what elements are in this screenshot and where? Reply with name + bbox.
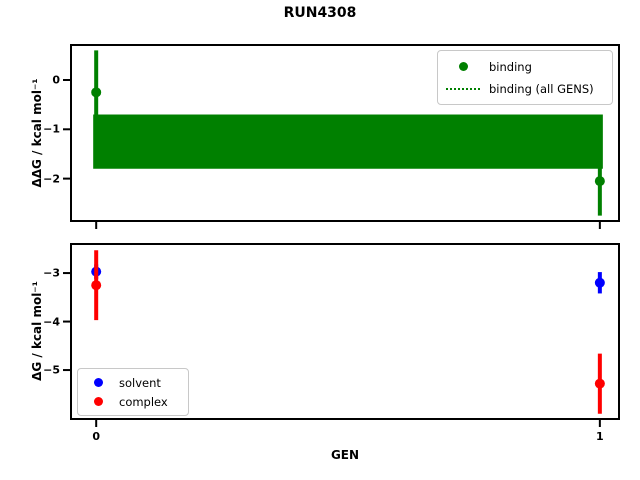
y-axis-label-top: ΔΔG / kcal mol⁻¹ — [30, 78, 44, 188]
y-tick-label: −5 — [43, 363, 60, 377]
legend-label: binding — [489, 59, 532, 74]
legend-entry-complex: complex — [86, 392, 180, 411]
legend-label: complex — [119, 394, 168, 409]
complex-marker — [594, 378, 605, 389]
y-tick-label: 0 — [52, 73, 60, 87]
y-axis-label-bottom: ΔG / kcal mol⁻¹ — [30, 281, 44, 381]
x-axis-label: GEN — [330, 448, 360, 462]
solvent-dot-icon — [93, 378, 103, 387]
legend-entry-binding-all-gens: binding (all GENS) — [446, 78, 604, 100]
x-tick-label: 1 — [596, 430, 604, 443]
axes-spines — [70, 44, 620, 222]
figure-title: RUN4308 — [283, 5, 357, 21]
legend-entry-solvent: solvent — [86, 373, 180, 392]
complex-dot-icon — [93, 397, 103, 406]
solvent-marker — [594, 277, 605, 288]
legend-bottom: solvent complex — [77, 368, 189, 416]
legend-label: binding (all GENS) — [489, 81, 594, 96]
complex-marker — [91, 280, 102, 291]
uncertainty-band — [93, 114, 603, 169]
x-tick-label: 0 — [92, 430, 101, 443]
y-tick-label: −3 — [43, 266, 60, 280]
legend-label: solvent — [119, 375, 161, 390]
binding-marker — [594, 176, 605, 187]
y-tick-label: −1 — [43, 122, 60, 136]
legend-top: binding binding (all GENS) — [437, 50, 613, 105]
y-tick-label: −2 — [43, 172, 60, 186]
binding-marker — [91, 87, 102, 98]
y-tick-label: −4 — [43, 315, 60, 329]
axes-spines — [70, 243, 620, 420]
binding-dot-icon — [458, 62, 468, 71]
dotted-line-icon — [446, 87, 480, 90]
legend-entry-binding: binding — [446, 56, 604, 78]
